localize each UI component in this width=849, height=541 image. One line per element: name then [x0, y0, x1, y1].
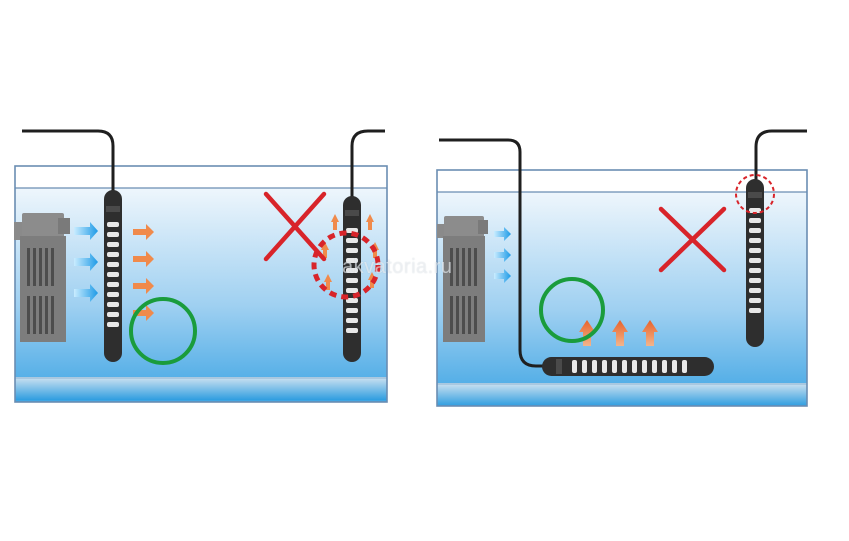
right-tank-bottom	[437, 384, 807, 406]
left-tank	[14, 129, 388, 403]
wrong-zone-circle-icon	[311, 230, 381, 300]
heat-arrow-icon	[133, 224, 154, 321]
watermark-text: akvatoria.ru	[342, 256, 453, 278]
flow-arrow-icon	[74, 222, 98, 302]
wrong-cross-icon	[658, 206, 727, 273]
heater-icon	[104, 190, 122, 362]
correct-circle-icon	[129, 297, 197, 365]
correct-circle-icon	[539, 277, 605, 343]
flow-arrow-icon	[494, 227, 511, 283]
right-tank-frame	[436, 169, 808, 407]
heater-icon	[343, 196, 361, 362]
wrong-cross-icon	[263, 191, 327, 262]
heat-arrow-icon	[579, 320, 658, 346]
filter-icon	[437, 216, 488, 342]
filter-icon	[14, 213, 70, 342]
wrong-zone-circle-icon	[735, 174, 775, 214]
heater-icon	[746, 179, 764, 347]
left-tank-frame	[14, 165, 388, 403]
heater-icon	[542, 357, 714, 376]
right-tank	[436, 129, 808, 407]
left-tank-bottom	[15, 378, 387, 400]
